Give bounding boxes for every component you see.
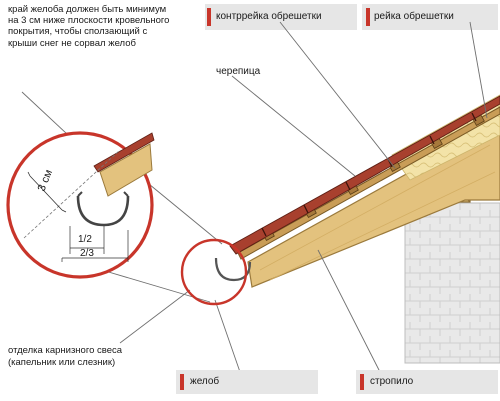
zoom-circle-small [180, 238, 248, 306]
leader-rafter [317, 249, 381, 373]
magnified-detail [23, 132, 155, 262]
footer-tab [356, 370, 498, 394]
footer-tab-accent [360, 374, 364, 390]
tile-label: черепица [216, 66, 261, 77]
zoom-line-bottom [94, 267, 211, 303]
footer-tab [176, 370, 318, 394]
header-tab-accent [366, 8, 370, 26]
dim-two-thirds: 2/3 [80, 248, 94, 259]
leader-eaves [119, 289, 191, 344]
batten-label: рейка обрешетки [374, 11, 454, 22]
leader-tile [231, 75, 356, 177]
leader-counter-batten [279, 21, 396, 169]
eaves-finish-label: отделка карнизного свеса (капельник или … [8, 345, 123, 368]
counter-batten-label: контррейка обрешетки [216, 11, 322, 22]
rafter-label: стропило [370, 376, 414, 387]
roof-tiles [229, 95, 500, 255]
leader-batten [469, 21, 488, 119]
footer-tab-accent [180, 374, 184, 390]
gutter-main [214, 257, 252, 282]
leader-gutter [214, 299, 241, 373]
wall [404, 202, 500, 364]
dim-half: 1/2 [78, 234, 92, 245]
header-tab-accent [207, 8, 211, 26]
gutter-note-label: край желоба должен быть минимум на 3 см … [8, 4, 170, 49]
gutter-label: желоб [190, 376, 220, 387]
header-tab [205, 4, 357, 30]
header-tab [362, 4, 498, 30]
